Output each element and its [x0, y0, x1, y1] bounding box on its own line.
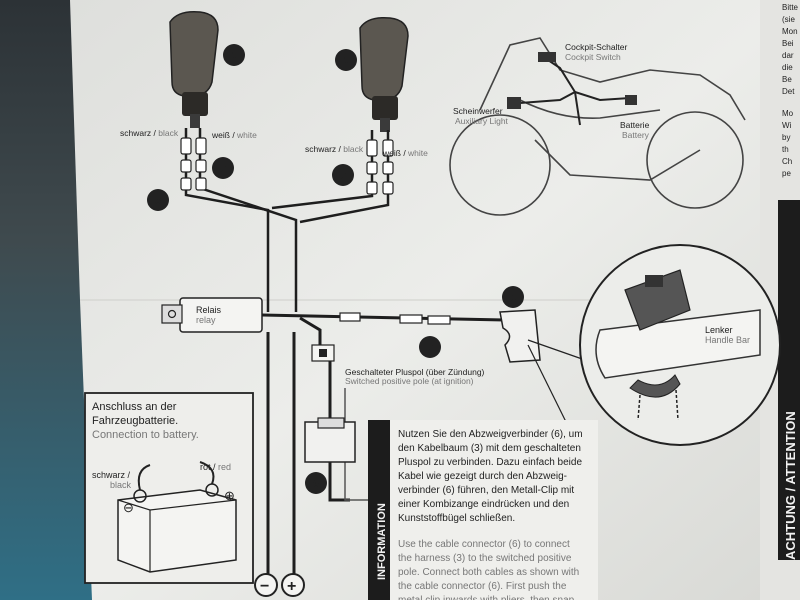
- handlebar-detail: [527, 244, 781, 446]
- svg-text:5: 5: [510, 292, 516, 304]
- battery-minus-sign: ⊖: [123, 500, 134, 515]
- info-line: pole. Connect both cables as shown with: [398, 567, 579, 578]
- sidebar-fragment: Mon: [782, 27, 798, 36]
- sidebar-fragment: Bei: [782, 39, 794, 48]
- motorcycle-harness: [519, 59, 631, 126]
- headlight-label-en: Auxiliary Light: [455, 116, 509, 126]
- info-line: Use the cable connector (6) to connect: [398, 539, 570, 550]
- sidebar-fragment: pe: [782, 169, 791, 178]
- svg-text:−: −: [260, 578, 269, 595]
- sidebar-fragment: Bitte: [782, 3, 799, 12]
- info-line: Kabel wie gezeigt durch den Abzweig-: [398, 471, 567, 482]
- svg-text:3: 3: [155, 195, 161, 207]
- badge-8-left: 8: [212, 157, 234, 179]
- terminal-plus: +: [281, 573, 305, 597]
- bullet-connectors: [180, 137, 394, 195]
- headlight-shape: [507, 97, 521, 109]
- indicator-left: [169, 10, 219, 128]
- info-line: einer Kombizange eindrücken und den: [398, 499, 569, 510]
- info-line: the harness (3) to the switched positive: [398, 553, 572, 564]
- badge-6: 6: [305, 472, 327, 494]
- wire-label-left-2: weiß / white: [211, 130, 257, 140]
- battery-red-label: rot / red: [200, 462, 231, 472]
- battery-shape: [625, 95, 637, 105]
- sidebar-fragment: Det: [782, 87, 795, 96]
- battery-black-label: schwarz /: [92, 470, 131, 480]
- relay-label: Relais: [196, 305, 222, 315]
- badge-8-right: 8: [332, 164, 354, 186]
- info-line: Kunststoffbügel schließen.: [398, 513, 515, 524]
- cockpit-switch-label-en: Cockpit Switch: [565, 52, 621, 62]
- info-line: the cable connector (6). First push the: [398, 581, 567, 592]
- svg-text:8: 8: [220, 163, 226, 175]
- sidebar-fragment: Be: [782, 75, 792, 84]
- terminal-minus: −: [254, 573, 278, 597]
- battery-illustration: [117, 461, 237, 573]
- sidebar-fragment: dar: [782, 51, 794, 60]
- fuse-holder: [311, 344, 335, 362]
- sidebar-fragment: (sie: [782, 15, 795, 24]
- info-panel: [368, 420, 598, 600]
- svg-text:1: 1: [343, 55, 349, 67]
- badge-8-harness: 8: [419, 336, 441, 358]
- switched-positive-label: Geschalteter Pluspol (über Zündung): [345, 367, 485, 377]
- main-harness: [261, 313, 506, 580]
- sidebar-title-bar: [778, 200, 800, 560]
- sidebar-fragment: Wi: [782, 121, 792, 130]
- harness-connectors: [339, 312, 451, 325]
- switched-positive-label-en: Switched positive pole (at ignition): [345, 376, 474, 386]
- battery-label-en: Battery: [622, 130, 650, 140]
- badge-5: 5: [502, 286, 524, 308]
- wire-label-right: schwarz / black: [305, 144, 364, 154]
- indicator-right: [359, 16, 409, 132]
- info-line: metal clip inwards with pliers, then sna…: [398, 595, 575, 600]
- cable-connector-6: [304, 417, 356, 463]
- battery-connection-en: Connection to battery.: [92, 429, 199, 441]
- battery-label: Batterie: [620, 120, 650, 130]
- info-line: verbinder (6) führen, den Metall-Clip mi…: [398, 485, 574, 496]
- battery-black-label-en: black: [110, 480, 132, 490]
- cockpit-switch-label: Cockpit-Schalter: [565, 42, 628, 52]
- info-tab: [368, 420, 390, 600]
- badge-3: 3: [147, 189, 169, 211]
- info-line: Pluspol zu verbinden. Dazu einfach beide: [398, 457, 582, 468]
- wire-label-right-2: weiß / white: [382, 148, 428, 158]
- battery-connection-title-2: Fahrzeugbatterie.: [92, 415, 178, 427]
- badge-1-left: 1: [223, 44, 245, 66]
- sidebar-fragment: th: [782, 145, 789, 154]
- handlebar-label-en: Handle Bar: [705, 335, 750, 345]
- wire-label-left: schwarz / black: [120, 128, 179, 138]
- headlight-label: Scheinwerfer: [453, 106, 503, 116]
- badge-1-right: 1: [335, 49, 357, 71]
- info-text-de: Nutzen Sie den Abzweigverbinder (6), um d…: [398, 429, 583, 524]
- info-line: Nutzen Sie den Abzweigverbinder (6), um: [398, 429, 583, 440]
- info-tab-label: INFORMATION: [376, 503, 388, 580]
- svg-text:8: 8: [427, 342, 433, 354]
- svg-text:8: 8: [340, 170, 346, 182]
- battery-connection-title: Anschluss an der: [92, 401, 177, 413]
- info-text-en: Use the cable connector (6) to connect th…: [398, 539, 579, 600]
- relay-box: [161, 297, 263, 333]
- svg-text:+: +: [287, 578, 296, 595]
- handlebar-label: Lenker: [705, 325, 733, 335]
- svg-text:1: 1: [231, 50, 237, 62]
- sidebar-fragment: Ch: [782, 157, 792, 166]
- battery-plus-sign: ⊕: [224, 488, 235, 503]
- sidebar-fragment: by: [782, 133, 790, 142]
- svg-text:6: 6: [313, 478, 319, 490]
- sidebar-fragment: Mo: [782, 109, 794, 118]
- info-line: den Kabelbaum (3) mit dem geschalteten: [398, 443, 581, 454]
- sidebar-fragment: die: [782, 63, 793, 72]
- relay-label-en: relay: [196, 315, 216, 325]
- motorcycle-outline: [449, 37, 746, 216]
- sidebar-title: ACHTUNG / ATTENTION: [783, 411, 798, 560]
- cockpit-switch-shape: [538, 52, 556, 62]
